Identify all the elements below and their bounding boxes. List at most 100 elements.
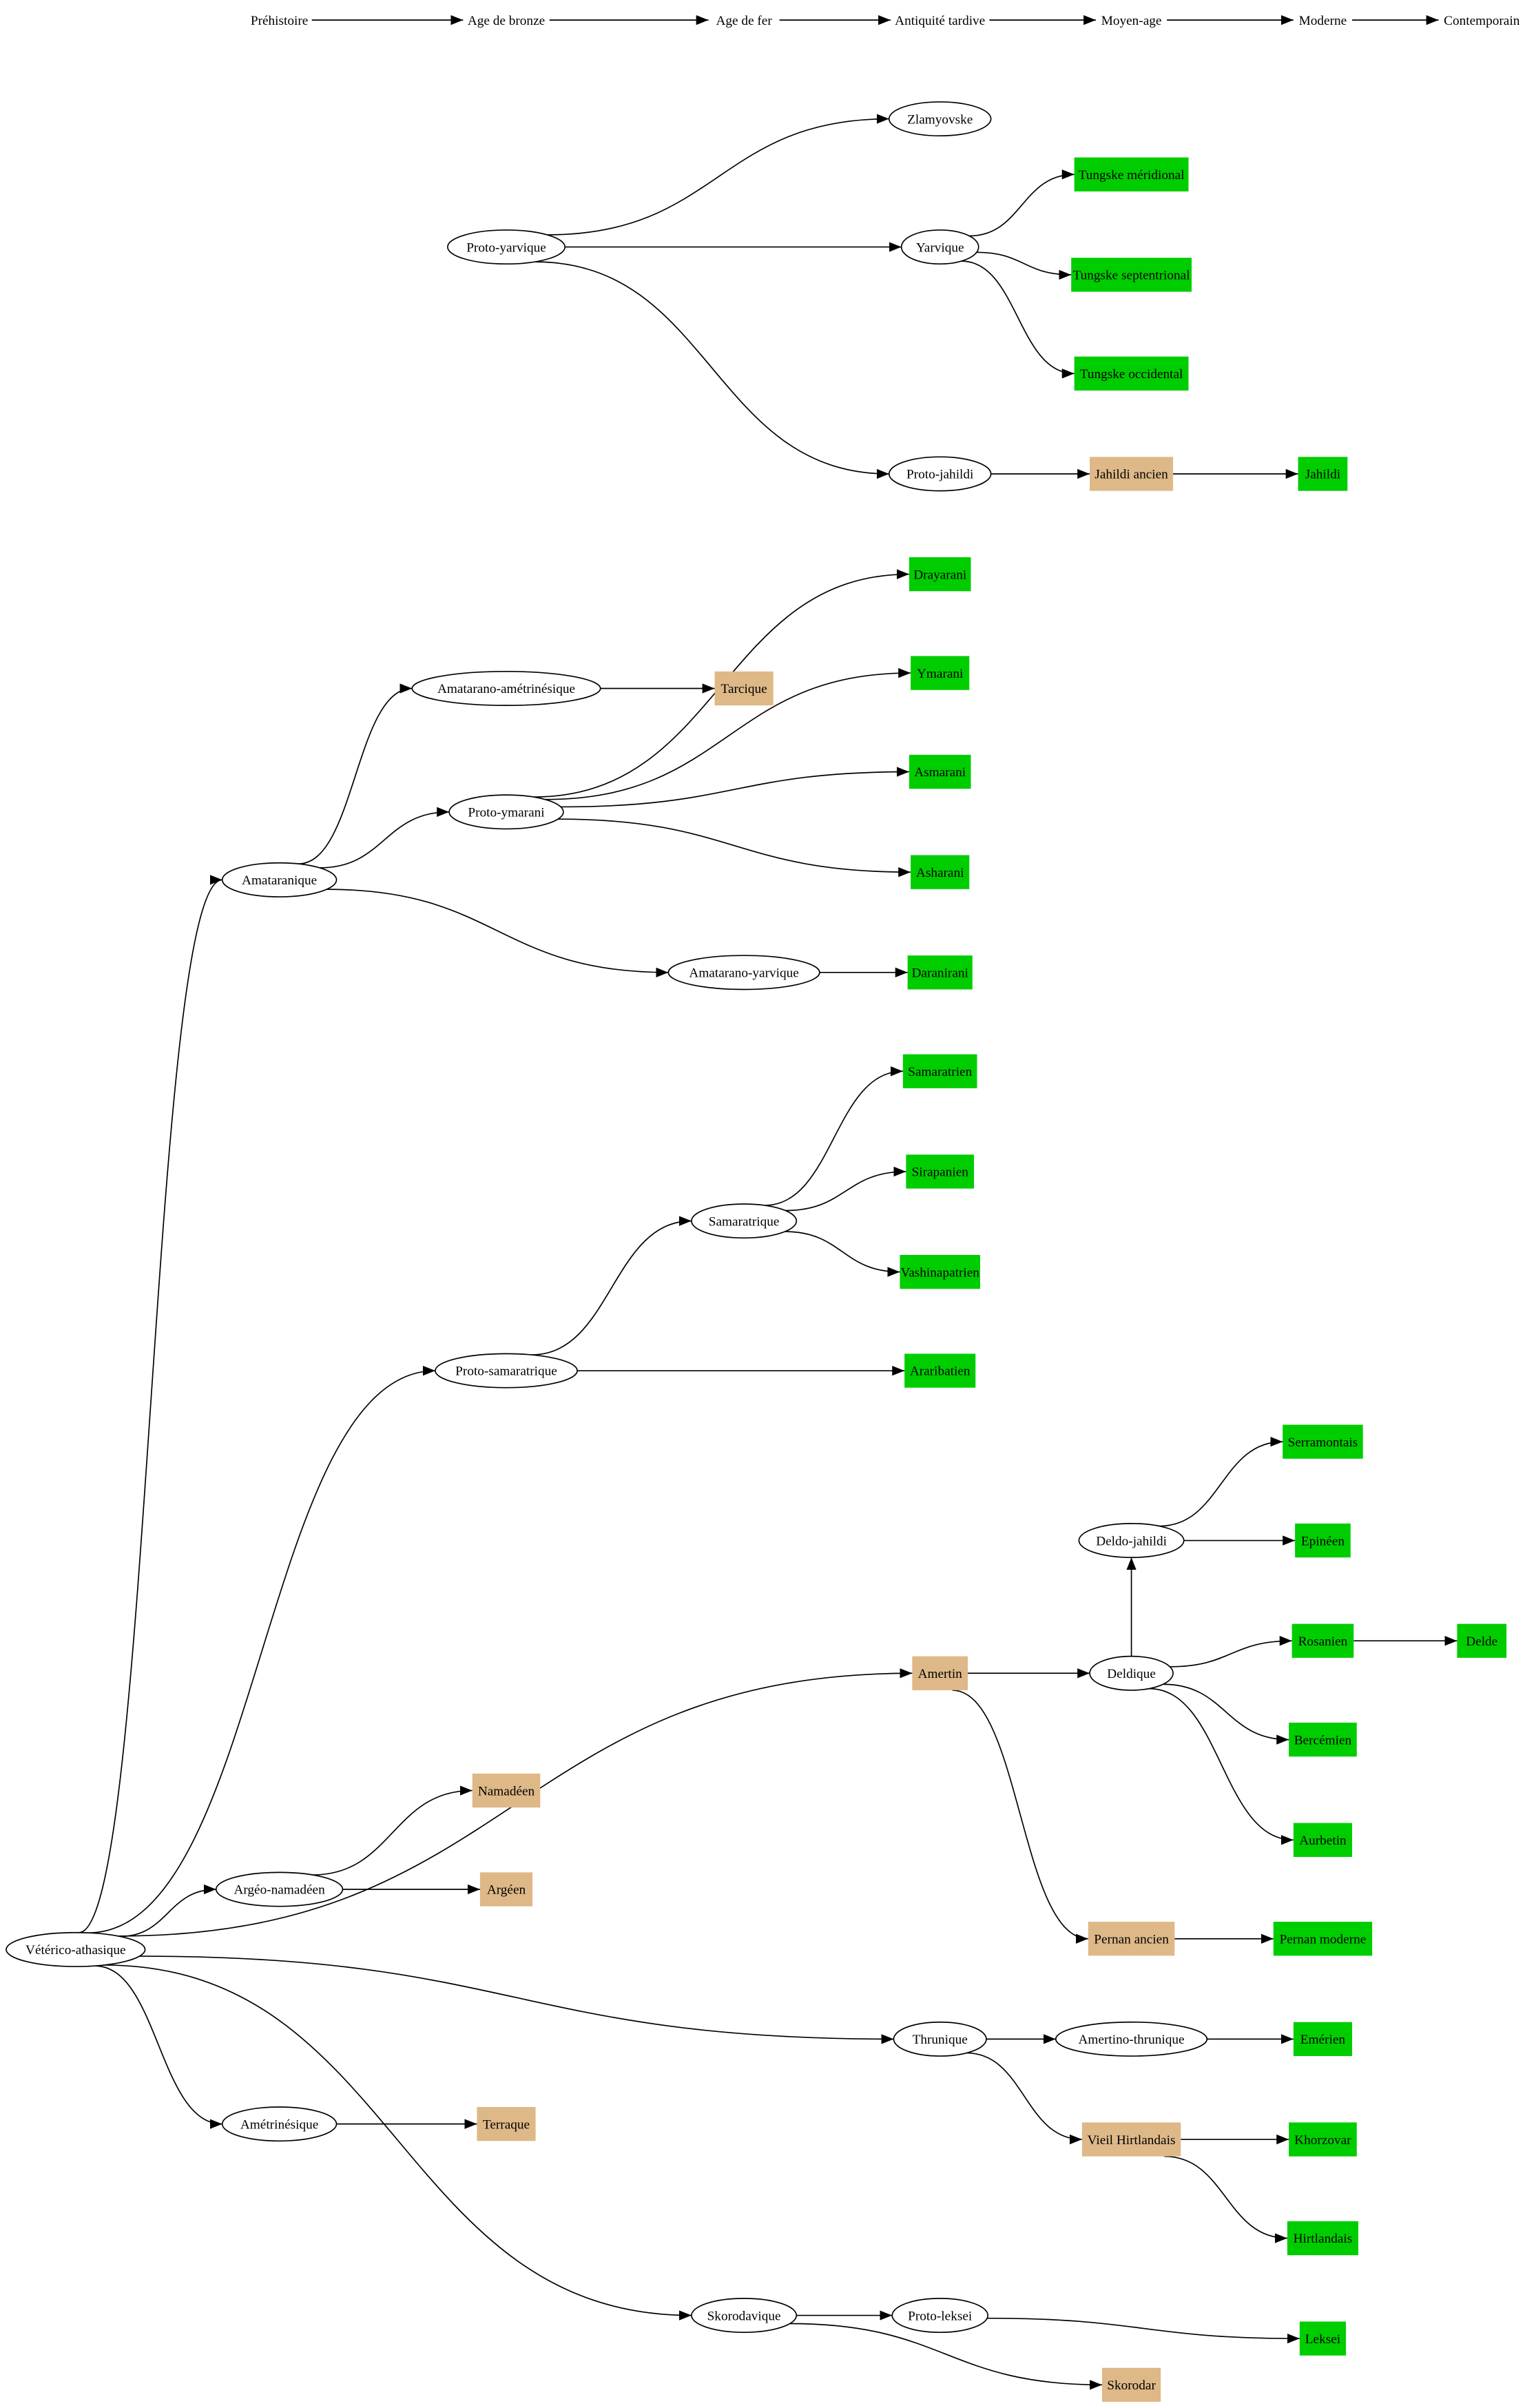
node-label: Daranirani	[912, 966, 968, 981]
node-label: Proto-yarvique	[466, 240, 546, 255]
node-amertin[interactable]: Amertin	[912, 1656, 968, 1690]
node-veterico-athasique[interactable]: Vétérico-athasique	[6, 1931, 146, 1967]
node-label: Jahildi	[1305, 468, 1340, 482]
node-bercemien[interactable]: Bercémien	[1289, 1722, 1357, 1757]
node-vashinapatrien[interactable]: Vashinapatrien	[900, 1254, 980, 1289]
timeline-period: Age de bronze	[468, 14, 545, 28]
node-rosanien[interactable]: Rosanien	[1291, 1623, 1354, 1658]
living-language-box	[911, 656, 970, 690]
node-skorodar[interactable]: Skorodar	[1101, 2367, 1161, 2402]
node-asmarani[interactable]: Asmarani	[909, 754, 971, 789]
node-label: Rosanien	[1298, 1634, 1348, 1649]
node-pernan-ancien[interactable]: Pernan ancien	[1088, 1922, 1175, 1956]
node-samaratrique[interactable]: Samaratrique	[691, 1203, 798, 1239]
living-language-box	[1287, 2221, 1358, 2256]
living-language-box	[1273, 1922, 1373, 1956]
edge-deldique-to-aurbetin	[1149, 1688, 1294, 1845]
node-argeo-namadeen[interactable]: Argéo-namadéen	[215, 1871, 344, 1907]
proto-language-ellipse	[1078, 1523, 1185, 1559]
node-deldo-jahildi[interactable]: Deldo-jahildi	[1078, 1523, 1185, 1559]
node-amatarano-yarvique[interactable]: Amatarano-yarvique	[667, 955, 820, 990]
node-amertino-thrunique[interactable]: Amertino-thrunique	[1055, 2021, 1208, 2057]
node-tarcique[interactable]: Tarcique	[714, 671, 774, 706]
node-samaratrien[interactable]: Samaratrien	[902, 1054, 977, 1088]
node-label: Deldique	[1107, 1667, 1156, 1681]
node-label: Drayarani	[913, 568, 966, 582]
historical-language-box	[1081, 2122, 1181, 2157]
node-label: Delde	[1466, 1634, 1497, 1649]
node-tungske-septentrional[interactable]: Tungske septentrional	[1071, 258, 1192, 292]
node-aurbetin[interactable]: Aurbetin	[1293, 1823, 1353, 1857]
node-thrunique[interactable]: Thrunique	[893, 2021, 987, 2057]
node-tungske-occidental[interactable]: Tungske occidental	[1074, 356, 1189, 391]
node-tungske-meridional[interactable]: Tungske méridional	[1074, 157, 1189, 191]
node-pernan-moderne[interactable]: Pernan moderne	[1273, 1922, 1373, 1956]
node-delde[interactable]: Delde	[1457, 1623, 1507, 1658]
node-label: Tungske occidental	[1080, 367, 1183, 382]
node-jahildi[interactable]: Jahildi	[1298, 457, 1348, 491]
node-label: Terraque	[483, 2117, 530, 2132]
living-language-box	[906, 1154, 975, 1189]
proto-language-ellipse	[691, 1203, 798, 1239]
historical-language-box	[472, 1773, 541, 1808]
node-asharani[interactable]: Asharani	[911, 855, 970, 889]
node-serramontais[interactable]: Serramontais	[1283, 1424, 1363, 1459]
node-label: Amétrinésique	[240, 2117, 318, 2132]
node-amatarano-ametrinesique[interactable]: Amatarano-amétrinésique	[411, 671, 601, 706]
node-jahildi-ancien[interactable]: Jahildi ancien	[1090, 457, 1174, 491]
proto-language-ellipse	[221, 862, 338, 897]
node-epineen[interactable]: Epinéen	[1295, 1523, 1351, 1558]
node-proto-ymarani[interactable]: Proto-ymarani	[448, 794, 564, 830]
node-ymarani[interactable]: Ymarani	[911, 656, 970, 690]
node-label: Samaratrique	[709, 1214, 780, 1229]
historical-language-box	[479, 1872, 533, 1907]
node-araribatien[interactable]: Araribatien	[904, 1353, 976, 1388]
node-label: Proto-jahildi	[906, 468, 973, 482]
proto-language-ellipse	[1055, 2021, 1208, 2057]
node-hirtlandais[interactable]: Hirtlandais	[1287, 2221, 1358, 2256]
proto-language-ellipse	[215, 1871, 344, 1907]
node-deldique[interactable]: Deldique	[1089, 1655, 1174, 1691]
node-emerien[interactable]: Emérien	[1293, 2022, 1353, 2057]
proto-language-ellipse	[888, 101, 992, 137]
timeline-period: Moyen-age	[1101, 14, 1162, 28]
node-amataranique[interactable]: Amataranique	[221, 862, 338, 897]
node-label: Asmarani	[914, 765, 966, 780]
node-argeen[interactable]: Argéen	[479, 1872, 533, 1907]
node-label: Samaratrien	[908, 1065, 972, 1079]
node-label: Araribatien	[910, 1364, 971, 1379]
node-yarvique[interactable]: Yarvique	[900, 229, 979, 265]
node-drayarani[interactable]: Drayarani	[909, 557, 971, 592]
node-label: Tungske méridional	[1079, 168, 1185, 183]
node-leksei[interactable]: Leksei	[1299, 2321, 1347, 2356]
node-label: Bercémien	[1294, 1733, 1352, 1747]
historical-language-box	[1101, 2367, 1161, 2402]
node-proto-leksei[interactable]: Proto-leksei	[891, 2298, 989, 2334]
node-vieil-hirtlandais[interactable]: Vieil Hirtlandais	[1081, 2122, 1181, 2157]
node-namadeen[interactable]: Namadéen	[472, 1773, 541, 1808]
living-language-box	[1293, 2022, 1353, 2057]
edge-samaratrique-to-vashinapatrien	[785, 1231, 900, 1277]
node-label: Deldo-jahildi	[1096, 1534, 1167, 1548]
living-language-box	[1074, 157, 1189, 191]
node-proto-yarvique[interactable]: Proto-yarvique	[447, 229, 566, 265]
node-ametrinesique[interactable]: Amétrinésique	[221, 2106, 338, 2142]
node-label: Jahildi ancien	[1095, 468, 1168, 482]
node-label: Pernan ancien	[1094, 1932, 1169, 1947]
edge-proto-samaratrique-to-samaratrique	[531, 1216, 692, 1356]
node-daranirani[interactable]: Daranirani	[907, 955, 973, 990]
node-zlamyovske[interactable]: Zlamyovske	[888, 101, 992, 137]
node-label: Namadéen	[478, 1784, 535, 1798]
proto-language-ellipse	[900, 229, 979, 265]
node-terraque[interactable]: Terraque	[477, 2107, 536, 2141]
proto-language-ellipse	[891, 2298, 989, 2334]
node-proto-samaratrique[interactable]: Proto-samaratrique	[435, 1353, 578, 1389]
node-skorodavique[interactable]: Skorodavique	[691, 2298, 798, 2334]
node-sirapanien[interactable]: Sirapanien	[906, 1154, 975, 1189]
living-language-box	[909, 754, 971, 789]
node-proto-jahildi[interactable]: Proto-jahildi	[888, 456, 992, 492]
node-khorzovar[interactable]: Khorzovar	[1289, 2122, 1357, 2157]
node-label: Emérien	[1300, 2033, 1346, 2047]
